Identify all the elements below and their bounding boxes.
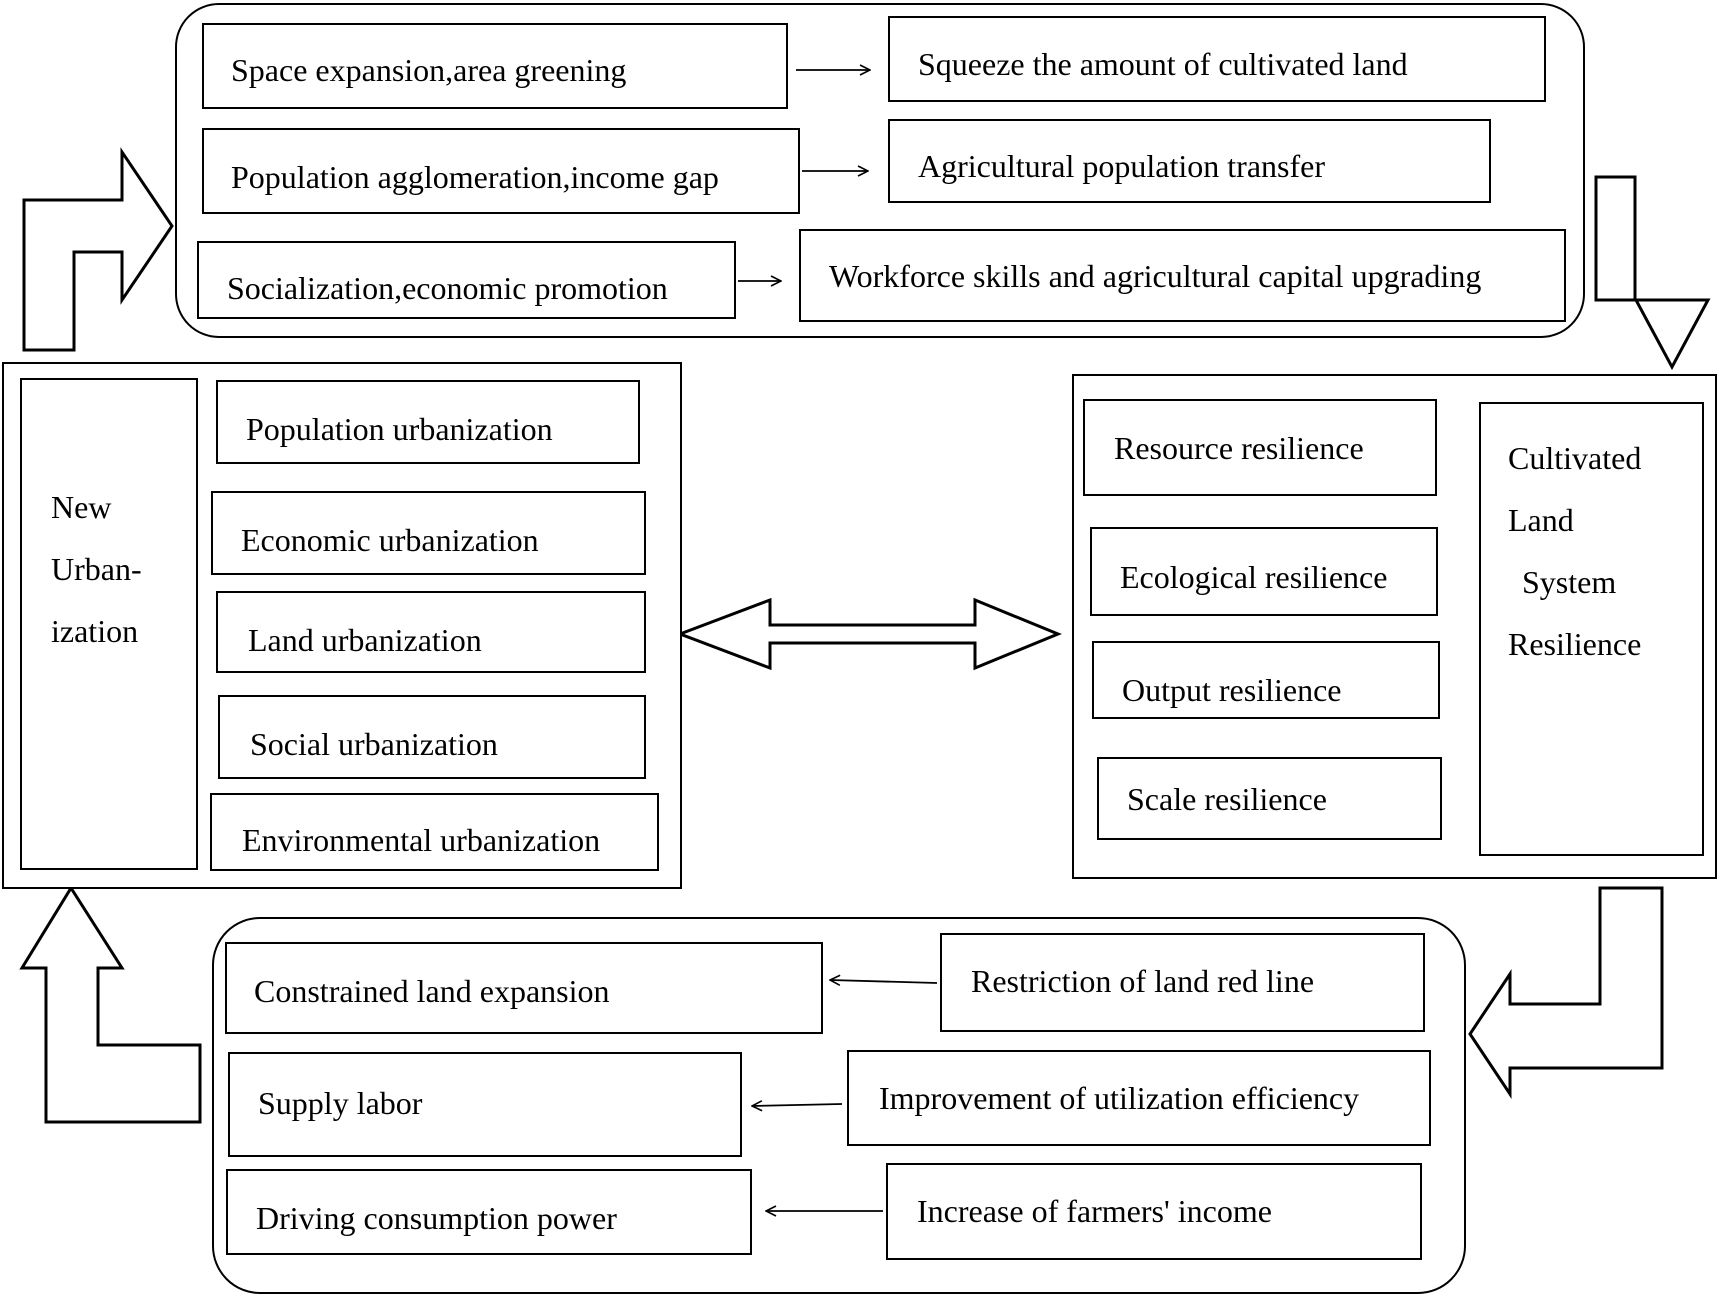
bottom-cause-label-3: Increase of farmers' income xyxy=(917,1193,1272,1229)
resilience-title: Cultivated Land System Resilience xyxy=(1508,427,1641,675)
top-cause-box-2: Population agglomeration,income gap xyxy=(202,128,800,214)
urbanization-dimension-label-5: Environmental urbanization xyxy=(242,822,601,858)
urbanization-title-box: New Urban- ization xyxy=(20,378,198,870)
arrow-bottom-2 xyxy=(752,1104,843,1106)
bottom-cause-box-2: Improvement of utilization efficiency xyxy=(847,1050,1431,1146)
resilience-dimension-1: Resource resilience xyxy=(1083,399,1437,496)
top-cause-box-1: Space expansion,area greening xyxy=(202,23,788,109)
urbanization-dimension-1: Population urbanization xyxy=(216,380,640,464)
urbanization-title-line-1: New xyxy=(51,489,112,525)
top-cause-label-1: Space expansion,area greening xyxy=(231,52,627,88)
resilience-dimension-2: Ecological resilience xyxy=(1090,527,1438,616)
urbanization-dimension-label-4: Social urbanization xyxy=(250,726,498,762)
bottom-effect-label-3: Driving consumption power xyxy=(256,1200,617,1236)
resilience-title-line-2: Land xyxy=(1508,502,1574,538)
urbanization-title-line-3: ization xyxy=(51,613,139,649)
urbanization-title-line-2: Urban- xyxy=(51,551,142,587)
resilience-dimension-label-4: Scale resilience xyxy=(1127,781,1327,817)
resilience-dimension-4: Scale resilience xyxy=(1097,757,1442,840)
urbanization-dimension-label-2: Economic urbanization xyxy=(241,522,539,558)
block-arrow-up-right xyxy=(22,147,174,352)
top-cause-label-3: Socialization,economic promotion xyxy=(227,270,668,306)
block-arrow-right-down xyxy=(1594,175,1711,371)
resilience-title-line-1: Cultivated xyxy=(1508,440,1642,476)
block-arrow-down-left xyxy=(1468,886,1664,1099)
resilience-dimension-label-3: Output resilience xyxy=(1122,672,1342,708)
top-cause-label-2: Population agglomeration,income gap xyxy=(231,159,719,195)
resilience-title-line-3: System xyxy=(1522,564,1617,600)
top-effect-label-3: Workforce skills and agricultural capita… xyxy=(829,258,1482,294)
bottom-effect-box-3: Driving consumption power xyxy=(226,1169,752,1255)
top-effect-box-3: Workforce skills and agricultural capita… xyxy=(799,229,1566,322)
top-effect-label-1: Squeeze the amount of cultivated land xyxy=(918,46,1408,82)
urbanization-dimension-label-1: Population urbanization xyxy=(246,411,553,447)
bottom-cause-box-3: Increase of farmers' income xyxy=(886,1163,1422,1260)
resilience-dimension-label-1: Resource resilience xyxy=(1114,430,1364,466)
resilience-dimension-3: Output resilience xyxy=(1092,641,1440,719)
top-group-container xyxy=(175,3,1585,338)
resilience-dimension-label-2: Ecological resilience xyxy=(1120,559,1388,595)
top-effect-box-1: Squeeze the amount of cultivated land xyxy=(888,16,1546,102)
arrow-bottom-1 xyxy=(830,980,938,983)
urbanization-dimension-2: Economic urbanization xyxy=(211,491,646,575)
double-arrow xyxy=(675,597,1062,671)
urbanization-dimension-4: Social urbanization xyxy=(218,695,646,779)
bottom-cause-box-1: Restriction of land red line xyxy=(940,933,1425,1032)
bottom-effect-label-1: Constrained land expansion xyxy=(254,973,610,1009)
urbanization-title: New Urban- ization xyxy=(51,476,142,662)
top-effect-box-2: Agricultural population transfer xyxy=(888,119,1491,203)
bottom-cause-label-1: Restriction of land red line xyxy=(971,963,1315,999)
resilience-title-box: Cultivated Land System Resilience xyxy=(1479,402,1704,856)
urbanization-dimension-3: Land urbanization xyxy=(216,591,646,673)
urbanization-dimension-5: Environmental urbanization xyxy=(210,793,659,871)
resilience-title-line-4: Resilience xyxy=(1508,626,1642,662)
top-cause-box-3: Socialization,economic promotion xyxy=(197,241,736,319)
bottom-cause-label-2: Improvement of utilization efficiency xyxy=(879,1080,1360,1116)
bottom-effect-label-2: Supply labor xyxy=(258,1085,423,1121)
bottom-effect-box-1: Constrained land expansion xyxy=(225,942,823,1034)
top-effect-label-2: Agricultural population transfer xyxy=(918,148,1325,184)
urbanization-dimension-label-3: Land urbanization xyxy=(248,622,482,658)
block-arrow-up xyxy=(19,885,202,1124)
bottom-effect-box-2: Supply labor xyxy=(228,1052,742,1157)
